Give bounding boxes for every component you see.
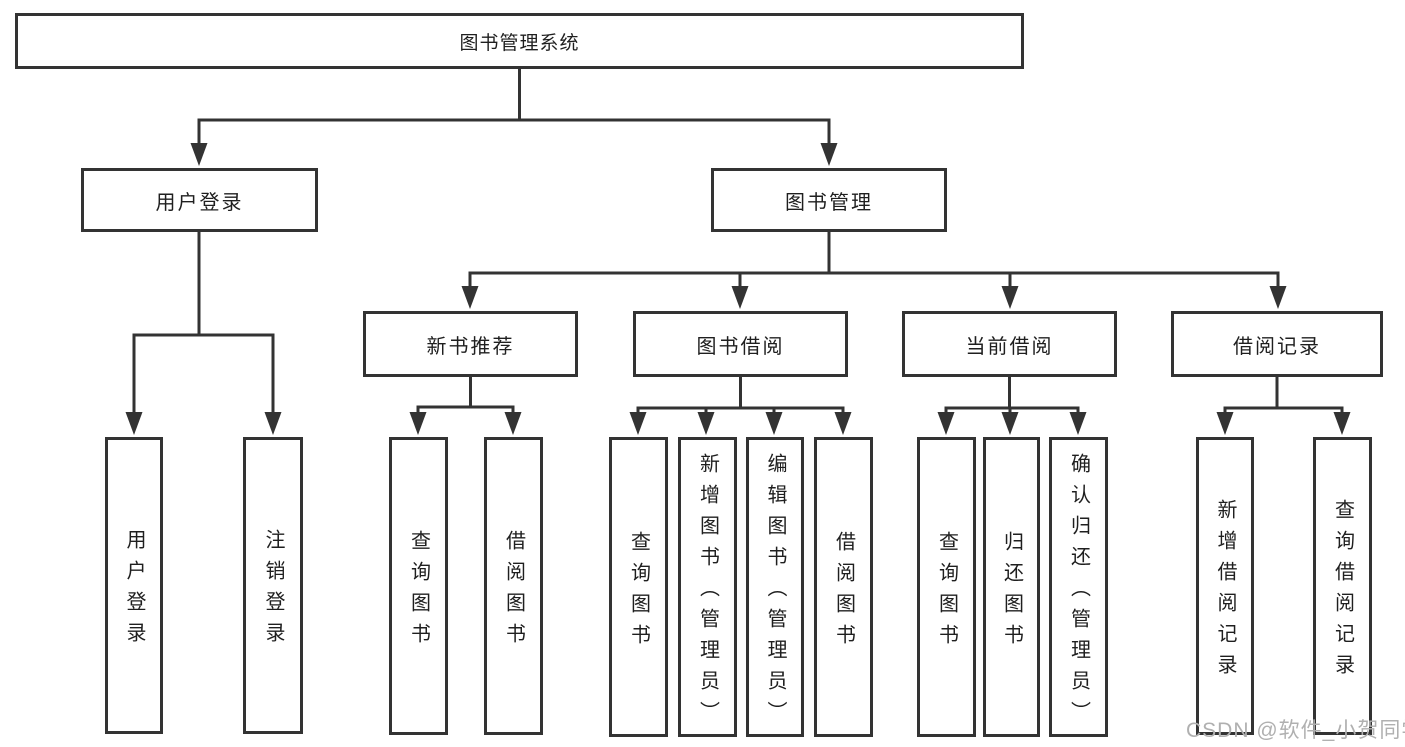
arrowhead-down-icon	[1333, 412, 1351, 435]
leaf-query-borrow-record-label: 查询借阅记录	[1331, 498, 1354, 685]
node-user-login: 用户登录	[81, 168, 318, 232]
arrowhead-down-icon	[629, 412, 647, 435]
leaf-confirm-return-admin: 确认归还（管理员）	[1049, 437, 1108, 737]
leaf-borrow-books: 借阅图书	[814, 437, 873, 737]
leaf-logout-label: 注销登录	[262, 529, 284, 653]
connector-borrow-record-branch	[1223, 377, 1344, 424]
connector-user-login-branch	[132, 232, 275, 422]
connector-new-book-branch	[416, 377, 515, 424]
leaf-user-login: 用户登录	[105, 437, 163, 734]
leaf-query-books-borrow-label: 查询图书	[627, 530, 650, 655]
node-book-management-label: 图书管理	[785, 191, 873, 214]
arrowhead-down-icon	[409, 412, 427, 435]
node-new-book-recommend-label: 新书推荐	[426, 335, 515, 358]
connector-book-borrow-branch	[636, 377, 845, 424]
watermark: CSDN @软件_小贺同学	[1186, 719, 1405, 742]
arrowhead-down-icon	[697, 412, 715, 435]
arrowhead-down-icon	[1069, 412, 1087, 435]
leaf-query-books-recommend-label: 查询图书	[407, 529, 430, 654]
leaf-borrow-books-label: 借阅图书	[832, 530, 855, 655]
arrowhead-down-icon	[190, 143, 208, 166]
arrowhead-down-icon	[1001, 412, 1019, 435]
arrowhead-down-icon	[731, 286, 749, 309]
leaf-confirm-return-admin-label: 确认归还（管理员）	[1067, 453, 1090, 732]
arrowhead-down-icon	[504, 412, 522, 435]
arrowhead-down-icon	[1269, 286, 1287, 309]
node-book-management: 图书管理	[711, 168, 947, 232]
arrowhead-down-icon	[264, 412, 282, 435]
node-book-borrow: 图书借阅	[633, 311, 848, 377]
leaf-query-books-current-label: 查询图书	[935, 530, 958, 655]
node-current-borrow-label: 当前借阅	[965, 335, 1054, 358]
node-book-borrow-label: 图书借阅	[696, 335, 785, 358]
node-user-login-label: 用户登录	[155, 191, 244, 214]
arrowhead-down-icon	[834, 412, 852, 435]
leaf-logout: 注销登录	[243, 437, 303, 734]
node-borrow-records: 借阅记录	[1171, 311, 1383, 377]
node-root-title-label: 图书管理系统	[459, 32, 580, 54]
node-borrow-records-label: 借阅记录	[1233, 335, 1321, 358]
arrowhead-down-icon	[820, 143, 838, 166]
arrowhead-down-icon	[1216, 412, 1234, 435]
leaf-add-borrow-record-label: 新增借阅记录	[1214, 498, 1236, 685]
leaf-edit-book-admin-label: 编辑图书（管理员）	[764, 453, 786, 732]
leaf-borrow-books-recommend-label: 借阅图书	[502, 529, 525, 654]
leaf-user-login-label: 用户登录	[123, 529, 145, 653]
arrowhead-down-icon	[125, 412, 143, 435]
leaf-query-books-current: 查询图书	[917, 437, 976, 737]
connector-root-to-level2	[197, 69, 831, 150]
connector-lines	[132, 69, 1344, 424]
node-new-book-recommend: 新书推荐	[363, 311, 578, 377]
arrowhead-down-icon	[1001, 286, 1019, 309]
leaf-query-books-borrow: 查询图书	[609, 437, 668, 737]
leaf-borrow-books-recommend: 借阅图书	[484, 437, 543, 735]
leaf-return-books: 归还图书	[983, 437, 1040, 737]
connector-book-mgmt-branch	[468, 232, 1280, 296]
leaf-edit-book-admin: 编辑图书（管理员）	[746, 437, 804, 737]
arrowhead-down-icon	[765, 412, 783, 435]
arrowheads	[125, 143, 1351, 435]
arrowhead-down-icon	[461, 286, 479, 309]
arrowhead-down-icon	[937, 412, 955, 435]
leaf-add-book-admin-label: 新增图书（管理员）	[696, 453, 719, 732]
leaf-query-borrow-record: 查询借阅记录	[1313, 437, 1372, 735]
node-root-title: 图书管理系统	[15, 13, 1024, 69]
leaf-add-borrow-record: 新增借阅记录	[1196, 437, 1254, 735]
leaf-query-books-recommend: 查询图书	[389, 437, 448, 735]
node-current-borrow: 当前借阅	[902, 311, 1117, 377]
leaf-add-book-admin: 新增图书（管理员）	[678, 437, 737, 737]
leaf-return-books-label: 归还图书	[1000, 530, 1023, 655]
